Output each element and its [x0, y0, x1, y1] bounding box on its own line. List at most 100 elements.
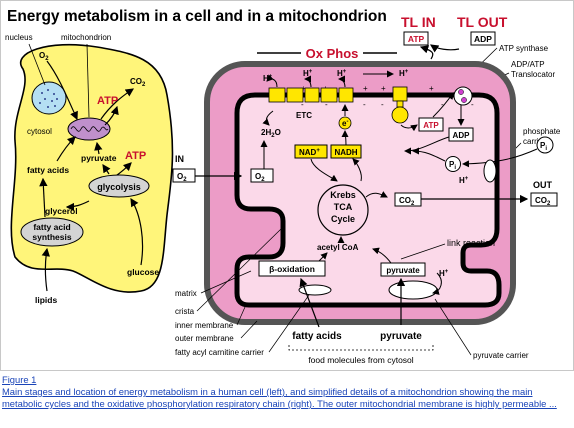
svg-text:H+: H+: [399, 69, 409, 78]
svg-text:ATP: ATP: [408, 34, 425, 44]
etc-label: ETC: [296, 111, 312, 120]
tl-out-label: TL OUT: [457, 14, 508, 30]
pi-inner: Pi: [445, 156, 461, 172]
svg-text:Cycle: Cycle: [331, 214, 355, 224]
cytosol-label: cytosol: [27, 127, 52, 136]
svg-text:H+: H+: [439, 269, 449, 278]
tl-in-label: TL IN: [401, 14, 436, 30]
water-label: 2H2O: [261, 128, 281, 139]
fatty-acids-bottom-label: fatty acids: [292, 331, 342, 342]
figure-title: Energy metabolism in a cell and in a mit…: [7, 8, 387, 25]
svg-text:fatty acid: fatty acid: [33, 222, 70, 232]
facc-label: fatty acyl carnitine carrier: [175, 348, 264, 357]
figure-caption-label[interactable]: Figure 1: [2, 374, 37, 385]
atp-synthase-label: ATP synthase: [499, 44, 549, 53]
matrix-label: matrix: [175, 289, 197, 298]
svg-text:Pi: Pi: [540, 141, 547, 152]
co2-inner-box: CO2: [394, 192, 422, 207]
crista-label: crista: [175, 307, 195, 316]
adp-atp-translocator: [453, 86, 473, 106]
inner-membrane-label: inner membrane: [175, 321, 234, 330]
cell-co2-label: CO2: [130, 77, 146, 88]
pyruvate-inner-box: pyruvate: [380, 262, 426, 277]
cell-glycerol-label: glycerol: [45, 206, 78, 216]
cell-o2-label: O2: [39, 51, 49, 62]
translocator-label-1: ADP/ATP: [511, 60, 545, 69]
inner-adp-box: ADP: [448, 127, 474, 142]
svg-text:+: +: [429, 84, 434, 93]
phosphate-carrier-label-2: carrier: [523, 137, 546, 146]
svg-text:-: -: [363, 100, 366, 109]
svg-text:+: +: [363, 84, 368, 93]
mitochondrion-label: mitochondrion: [61, 33, 111, 42]
pyruvate-bottom-label: pyruvate: [380, 331, 422, 342]
svg-text:-: -: [325, 100, 328, 109]
o2-inner-box: O2: [250, 168, 274, 183]
glycolysis-label: glycolysis: [97, 182, 141, 192]
cell-fatty-acids-label: fatty acids: [27, 165, 69, 175]
svg-text:-: -: [301, 100, 304, 109]
krebs-cycle: Krebs TCA Cycle: [317, 184, 369, 236]
cell-mitochondrion: [67, 117, 111, 141]
translocator-label-2: Translocator: [511, 70, 556, 79]
svg-text:ADP: ADP: [453, 131, 471, 140]
svg-text:CO2: CO2: [535, 196, 551, 207]
figure-caption[interactable]: Figure 1 Main stages and location of ene…: [2, 374, 572, 410]
svg-text:+: +: [381, 84, 386, 93]
svg-text:Pi: Pi: [449, 160, 456, 171]
svg-text:-: -: [471, 100, 474, 109]
svg-text:NADH: NADH: [334, 148, 357, 157]
svg-text:pyruvate: pyruvate: [386, 266, 420, 275]
svg-text:Krebs: Krebs: [330, 190, 356, 200]
proton-labels: H+ H+ H+ H+ H+ H+: [263, 69, 469, 278]
svg-text:TCA: TCA: [334, 202, 353, 212]
tl-adp-box: ADP: [470, 31, 496, 46]
electron-marker: e-: [338, 116, 352, 130]
svg-text:H+: H+: [303, 69, 313, 78]
ox-phos-label: Ox Phos: [306, 46, 359, 61]
phosphate-carrier: [483, 159, 497, 183]
svg-text:ADP: ADP: [474, 34, 492, 44]
cell-glucose-label: glucose: [127, 267, 159, 277]
svg-text:O2: O2: [177, 172, 187, 183]
pi-outer: Pi: [536, 136, 554, 154]
fatty-acid-synthesis-node: fatty acid synthesis: [20, 217, 84, 247]
out-label: OUT: [533, 180, 553, 190]
co2-out-box: CO2: [530, 192, 558, 207]
cell-lipids-label: lipids: [35, 295, 57, 305]
o2-in-box: O2: [172, 168, 196, 183]
nadplus-box: NAD+: [294, 144, 328, 159]
inner-atp-box: ATP: [418, 117, 444, 132]
svg-text:+: +: [301, 84, 306, 93]
beta-oxidation-box: β-oxidation: [258, 260, 326, 277]
figure-caption-text[interactable]: Main stages and location of energy metab…: [2, 386, 557, 409]
nucleus: [31, 81, 67, 115]
cell-atp-top: ATP: [97, 95, 118, 107]
metabolism-diagram: Energy metabolism in a cell and in a mit…: [5, 8, 561, 365]
svg-text:H+: H+: [459, 176, 469, 185]
cell-atp-mid: ATP: [125, 150, 146, 162]
tl-atp-box: ATP: [403, 31, 429, 46]
pyruvate-carrier-label: pyruvate carrier: [473, 351, 529, 360]
etc-complexes: [268, 87, 354, 103]
svg-text:-: -: [441, 100, 444, 109]
svg-text:-: -: [381, 100, 384, 109]
food-molecules-label: food molecules from cytosol: [308, 355, 413, 365]
fatty-acyl-carnitine-carrier: [298, 284, 332, 296]
cell-pyruvate-label: pyruvate: [81, 153, 117, 163]
figure-panel: Energy metabolism in a cell and in a mit…: [0, 0, 574, 371]
acetyl-coa-label: acetyl CoA: [317, 243, 359, 252]
svg-text:ATP: ATP: [423, 121, 439, 130]
in-label: IN: [175, 154, 184, 164]
nadh-box: NADH: [330, 144, 362, 159]
svg-text:CO2: CO2: [399, 196, 415, 207]
pyruvate-carrier: [388, 280, 438, 300]
nucleus-label: nucleus: [5, 33, 33, 42]
glycolysis-node: glycolysis: [88, 174, 150, 198]
svg-text:β-oxidation: β-oxidation: [269, 264, 315, 274]
atp-synthase: [391, 86, 409, 124]
svg-text:synthesis: synthesis: [32, 232, 71, 242]
svg-text:NAD+: NAD+: [299, 148, 320, 157]
svg-text:H+: H+: [337, 69, 347, 78]
svg-text:e-: e-: [342, 119, 348, 128]
